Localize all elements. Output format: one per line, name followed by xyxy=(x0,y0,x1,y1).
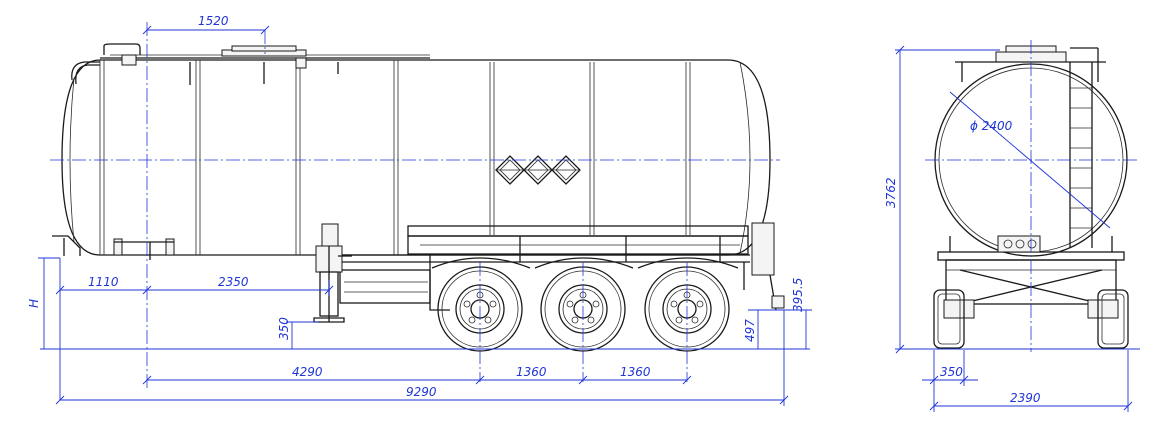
top-walkway xyxy=(71,43,430,85)
chassis-frame xyxy=(330,222,785,311)
dim-395-5: 395.5 xyxy=(791,278,805,312)
dim-4290: 4290 xyxy=(292,365,323,379)
dim-1110: 1110 xyxy=(88,275,119,289)
side-wheels xyxy=(431,257,739,352)
rear-view: ϕ 2400 3762 350 2390 xyxy=(884,40,1140,412)
dim-height-h: H xyxy=(27,299,41,308)
dim-9290: 9290 xyxy=(406,385,437,399)
dim-3762: 3762 xyxy=(884,177,898,208)
tank-bands xyxy=(99,60,691,255)
rear-ladder xyxy=(1069,62,1093,248)
dim-diameter-2400: ϕ 2400 xyxy=(970,119,1013,133)
side-dimension-lines xyxy=(38,25,812,406)
side-view: 1520 1110 2350 H 350 4290 1360 1360 9290… xyxy=(27,14,812,406)
dim-350-wheel: 350 xyxy=(940,365,963,379)
dim-1520: 1520 xyxy=(198,14,229,28)
dim-2350: 2350 xyxy=(218,275,249,289)
landing-gear xyxy=(313,223,352,323)
rear-dimension-lines xyxy=(895,45,1140,412)
dim-1360-a: 1360 xyxy=(516,365,547,379)
dim-350-leg: 350 xyxy=(277,317,291,340)
hazard-placard xyxy=(495,155,581,185)
dim-2390: 2390 xyxy=(1010,391,1041,405)
dim-1360-b: 1360 xyxy=(620,365,651,379)
rear-wheels xyxy=(933,289,1129,349)
dim-497: 497 xyxy=(743,319,757,342)
rear-fittings xyxy=(52,235,175,260)
